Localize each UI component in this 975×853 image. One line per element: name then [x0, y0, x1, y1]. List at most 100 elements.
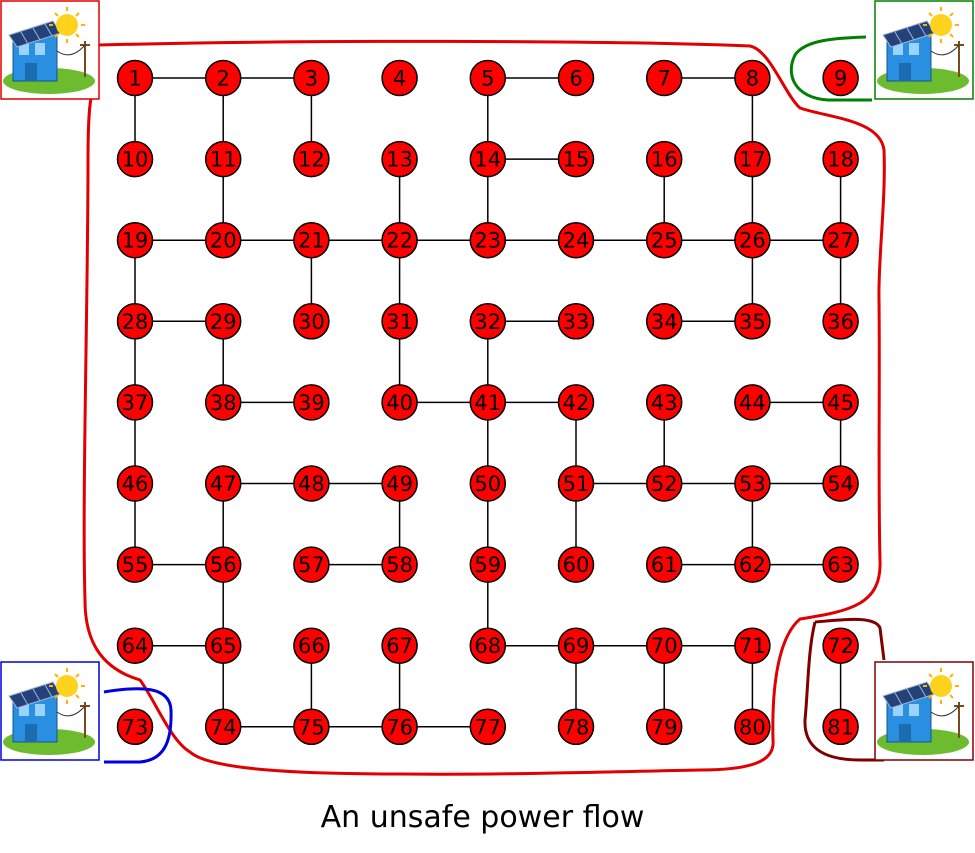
bus-node-label: 54: [827, 472, 854, 496]
bus-node-circle: [469, 221, 507, 259]
bus-node-circle: [645, 546, 683, 583]
bus-node-label: 63: [827, 553, 854, 577]
bus-node-4: 4: [381, 59, 418, 97]
bus-node-label: 32: [474, 310, 501, 334]
bus-node-54: 54: [822, 465, 859, 502]
bus-node-label: 23: [474, 229, 501, 253]
bus-node-circle: [293, 384, 330, 421]
bus-node-circle: [822, 384, 859, 421]
bus-node-36: 36: [822, 303, 859, 340]
bus-node-46: 46: [116, 465, 154, 502]
bus-node-label: 51: [563, 472, 590, 496]
bus-node-label: 68: [474, 634, 501, 658]
bus-node-label: 71: [739, 634, 766, 658]
bus-node-50: 50: [469, 465, 507, 502]
bus-node-circle: [557, 546, 595, 583]
bus-node-label: 79: [651, 715, 678, 739]
bus-node-78: 78: [557, 708, 595, 746]
bus-node-label: 66: [298, 634, 325, 658]
bus-node-label: 49: [386, 472, 413, 496]
bus-node-58: 58: [381, 546, 418, 583]
bus-node-label: 57: [298, 553, 325, 577]
bus-node-label: 28: [122, 310, 149, 334]
bus-node-label: 13: [386, 148, 413, 172]
bus-node-47: 47: [204, 465, 242, 502]
bus-node-label: 9: [834, 67, 847, 91]
bus-node-label: 16: [651, 148, 678, 172]
bus-node-circle: [557, 303, 595, 340]
bus-node-label: 33: [563, 310, 590, 334]
bus-node-circle: [116, 221, 154, 259]
bus-node-53: 53: [734, 465, 771, 502]
bus-node-10: 10: [116, 140, 154, 178]
bus-node-5: 5: [469, 59, 507, 97]
bus-node-circle: [645, 221, 683, 259]
bus-node-label: 27: [827, 229, 854, 253]
bus-node-label: 26: [739, 229, 766, 253]
source-top-left: [0, 0, 100, 100]
bus-node-label: 17: [739, 148, 766, 172]
bus-node-circle: [293, 221, 330, 259]
bus-node-circle: [645, 708, 683, 746]
bus-node-circle: [204, 303, 242, 340]
bus-node-35: 35: [734, 303, 771, 340]
bus-node-70: 70: [645, 627, 683, 664]
bus-node-circle: [293, 708, 330, 746]
bus-node-label: 39: [298, 391, 325, 415]
bus-node-circle: [293, 59, 330, 97]
bus-node-label: 4: [393, 67, 406, 91]
bus-node-9: 9: [822, 59, 859, 97]
bus-node-label: 72: [827, 634, 854, 658]
bus-node-25: 25: [645, 221, 683, 259]
bus-node-circle: [557, 221, 595, 259]
bus-node-label: 21: [298, 229, 325, 253]
bus-node-circle: [469, 384, 507, 421]
bus-node-label: 43: [651, 391, 678, 415]
bus-node-71: 71: [734, 627, 771, 664]
bus-node-label: 18: [827, 148, 854, 172]
bus-node-circle: [381, 384, 418, 421]
bus-node-43: 43: [645, 384, 683, 421]
bus-node-32: 32: [469, 303, 507, 340]
bus-node-label: 15: [563, 148, 590, 172]
bus-node-64: 64: [116, 627, 154, 664]
bus-node-23: 23: [469, 221, 507, 259]
bus-node-circle: [204, 708, 242, 746]
bus-node-label: 3: [305, 67, 318, 91]
bus-node-24: 24: [557, 221, 595, 259]
bus-node-label: 70: [651, 634, 678, 658]
bus-node-circle: [204, 221, 242, 259]
bus-node-label: 45: [827, 391, 854, 415]
bus-node-circle: [645, 59, 683, 97]
bus-node-circle: [381, 465, 418, 502]
bus-node-60: 60: [557, 546, 595, 583]
bus-node-circle: [822, 465, 859, 502]
bus-node-label: 53: [739, 472, 766, 496]
bus-node-17: 17: [734, 140, 771, 178]
bus-node-label: 5: [481, 67, 494, 91]
bus-node-label: 20: [210, 229, 237, 253]
bus-node-circle: [293, 140, 330, 178]
bus-node-13: 13: [381, 140, 418, 178]
bus-node-circle: [734, 627, 771, 664]
bus-node-33: 33: [557, 303, 595, 340]
bus-node-circle: [557, 627, 595, 664]
bus-node-label: 47: [210, 472, 237, 496]
bus-node-label: 73: [122, 715, 149, 739]
bus-node-circle: [557, 59, 595, 97]
bus-node-label: 12: [298, 148, 325, 172]
bus-node-67: 67: [381, 627, 418, 664]
bus-node-circle: [469, 465, 507, 502]
bus-node-28: 28: [116, 303, 154, 340]
bus-node-69: 69: [557, 627, 595, 664]
bus-node-22: 22: [381, 221, 418, 259]
bus-node-11: 11: [204, 140, 242, 178]
bus-node-circle: [822, 627, 859, 664]
bus-node-61: 61: [645, 546, 683, 583]
bus-node-19: 19: [116, 221, 154, 259]
bus-node-37: 37: [116, 384, 154, 421]
bus-node-31: 31: [381, 303, 418, 340]
bus-node-56: 56: [204, 546, 242, 583]
bus-node-circle: [116, 708, 154, 746]
bus-node-circle: [734, 221, 771, 259]
